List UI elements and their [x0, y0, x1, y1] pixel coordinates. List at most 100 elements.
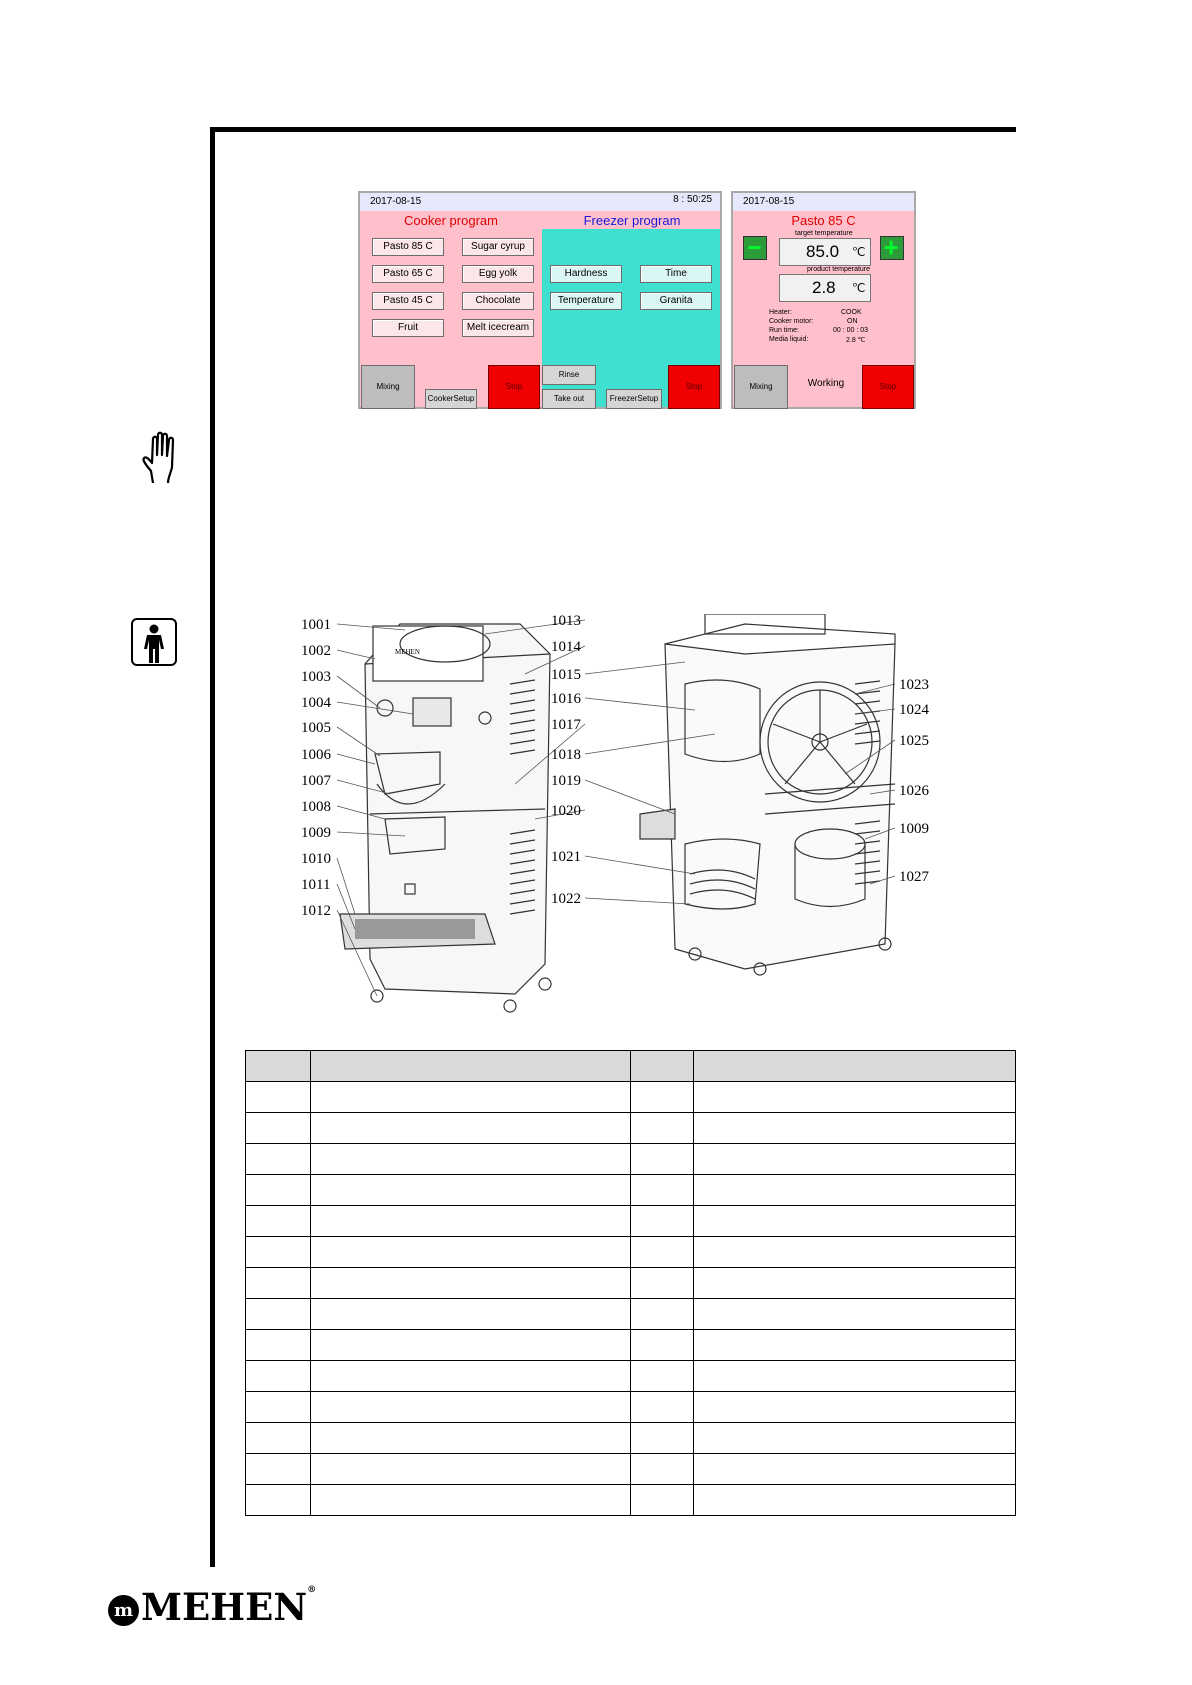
granita-button[interactable]: Granita: [640, 292, 712, 310]
product-temp-unit: ℃: [852, 281, 866, 295]
header-cell: [245, 1050, 311, 1082]
status-bar: 2017-08-15: [360, 193, 720, 211]
callout-label: 1020: [551, 803, 581, 819]
freezer-setup-button[interactable]: FreezerSetup: [606, 389, 662, 409]
table-header-row: [245, 1050, 1016, 1082]
table-cell: [630, 1267, 694, 1299]
callout-label: 1009: [899, 821, 929, 837]
rinse-button[interactable]: Rinse: [542, 365, 596, 385]
plus-icon: [884, 240, 898, 255]
media-liquid-label: Media liquid:: [769, 336, 809, 343]
table-cell: [310, 1329, 631, 1361]
stop-button-2[interactable]: Stop: [862, 365, 914, 409]
status-bar-overlay: 8 : 50:25: [358, 191, 722, 209]
table-cell: [693, 1391, 1016, 1423]
left-rule: [210, 127, 215, 1567]
table-cell: [245, 1298, 311, 1330]
mixing-button[interactable]: Mixing: [361, 365, 415, 409]
heater-label: Heater:: [769, 309, 792, 316]
table-cell: [245, 1391, 311, 1423]
target-temp-box: 85.0 ℃: [779, 238, 871, 266]
table-cell: [630, 1298, 694, 1330]
table-cell: [245, 1422, 311, 1454]
callout-label: 1013: [551, 614, 581, 629]
table-cell: [245, 1081, 311, 1113]
table-cell: [630, 1081, 694, 1113]
header-cell: [630, 1050, 694, 1082]
table-cell: [693, 1422, 1016, 1454]
product-temp-value: 2.8: [812, 278, 836, 297]
media-liquid-value: 2.8 ℃: [846, 337, 866, 344]
table-cell: [310, 1081, 631, 1113]
increase-button[interactable]: [880, 236, 904, 260]
cooker-motor-value: ON: [847, 318, 858, 325]
table-cell: [310, 1236, 631, 1268]
target-temp-unit: ℃: [852, 245, 866, 259]
callout-label: 1012: [301, 903, 331, 919]
callout-label: 1027: [899, 869, 930, 885]
callout-label: 1002: [301, 643, 331, 659]
parts-table: [245, 1050, 1016, 1516]
table-row: [245, 1391, 1016, 1423]
table-row: [245, 1267, 1016, 1299]
callout-label: 1026: [899, 783, 930, 799]
heater-value: COOK: [841, 309, 862, 316]
pasto-85-button[interactable]: Pasto 85 C: [372, 238, 444, 256]
table-cell: [630, 1453, 694, 1485]
table-cell: [310, 1174, 631, 1206]
table-cell: [310, 1112, 631, 1144]
table-row: [245, 1174, 1016, 1206]
temperature-button[interactable]: Temperature: [550, 292, 622, 310]
table-cell: [310, 1453, 631, 1485]
cooker-setup-button[interactable]: CookerSetup: [425, 389, 477, 409]
mixing-button-2[interactable]: Mixing: [734, 365, 788, 409]
product-temp-label: product temperature: [807, 266, 871, 273]
freezer-stop-button[interactable]: Stop: [668, 365, 720, 409]
table-cell: [630, 1484, 694, 1516]
table-row: [245, 1484, 1016, 1516]
table-cell: [310, 1143, 631, 1175]
table-cell: [630, 1329, 694, 1361]
table-cell: [310, 1484, 631, 1516]
hardness-button[interactable]: Hardness: [550, 265, 622, 283]
callout-label: 1023: [899, 677, 929, 693]
callout-label: 1006: [301, 747, 332, 763]
table-cell: [693, 1267, 1016, 1299]
decrease-button[interactable]: [743, 236, 767, 260]
time-button[interactable]: Time: [640, 265, 712, 283]
callout-label: 1024: [899, 702, 930, 718]
table-row: [245, 1143, 1016, 1175]
table-cell: [245, 1205, 311, 1237]
fruit-button[interactable]: Fruit: [372, 319, 444, 337]
table-cell: [310, 1267, 631, 1299]
table-cell: [310, 1205, 631, 1237]
table-cell: [693, 1143, 1016, 1175]
table-cell: [630, 1174, 694, 1206]
table-cell: [630, 1360, 694, 1392]
take-out-button[interactable]: Take out: [542, 389, 596, 409]
pasto-65-button[interactable]: Pasto 65 C: [372, 265, 444, 283]
sugar-syrup-button[interactable]: Sugar cyrup: [462, 238, 534, 256]
table-cell: [693, 1298, 1016, 1330]
egg-yolk-button[interactable]: Egg yolk: [462, 265, 534, 283]
chocolate-button[interactable]: Chocolate: [462, 292, 534, 310]
table-cell: [245, 1143, 311, 1175]
table-cell: [245, 1174, 311, 1206]
table-cell: [630, 1236, 694, 1268]
cooker-stop-button[interactable]: Stop: [488, 365, 540, 409]
header-cell: [693, 1050, 1016, 1082]
melt-icecream-button[interactable]: Melt icecream: [462, 319, 534, 337]
table-cell: [630, 1422, 694, 1454]
callout-label: 1005: [301, 720, 331, 736]
registered-mark: ®: [307, 1585, 317, 1595]
date-display: 2017-08-15: [370, 196, 422, 207]
callout-label: 1011: [301, 877, 330, 893]
table-cell: [245, 1484, 311, 1516]
table-cell: [630, 1112, 694, 1144]
operator-icon: [131, 618, 177, 666]
pasto-45-button[interactable]: Pasto 45 C: [372, 292, 444, 310]
table-cell: [245, 1329, 311, 1361]
machine-brand-label: MEHEN: [395, 648, 420, 656]
header-cell: [310, 1050, 631, 1082]
